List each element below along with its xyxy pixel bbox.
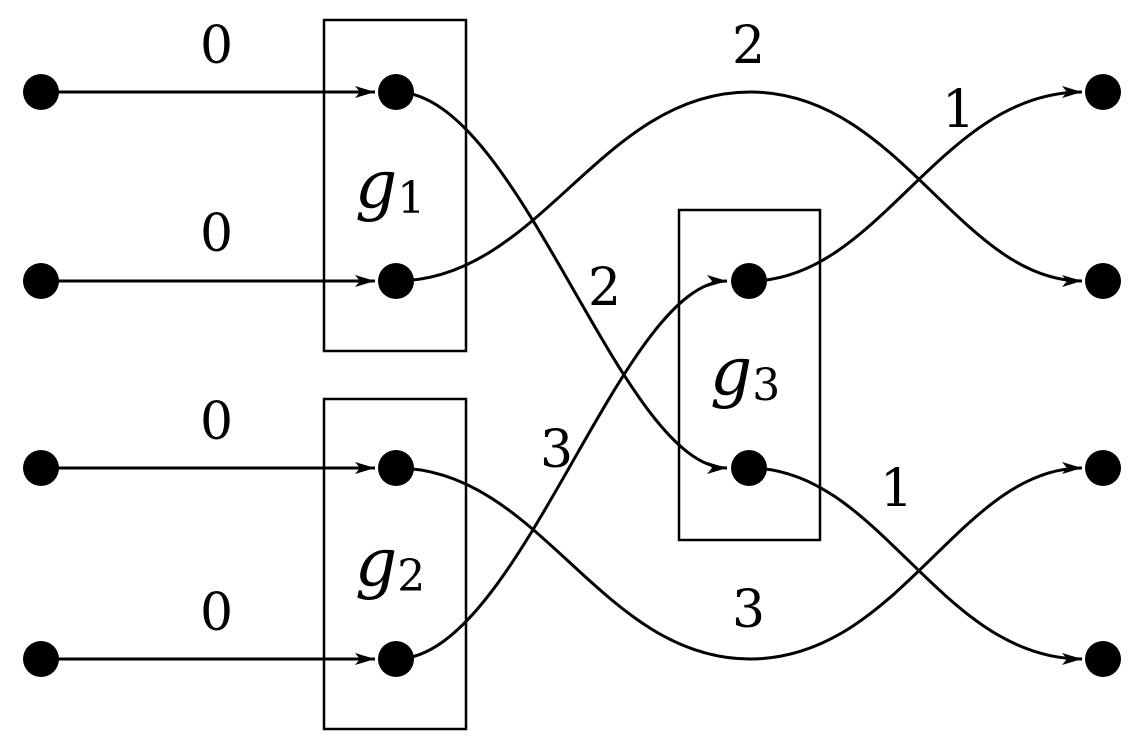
edge-label-in1: 0: [200, 16, 233, 76]
edge-label-g1top-g3bottom: 2: [588, 258, 621, 318]
edge-g2top-out4: [395, 462, 1083, 661]
node-input-1: [23, 74, 59, 110]
node-g2-bottom: [378, 641, 414, 677]
node-output-1: [1085, 74, 1121, 110]
gate-box-g3: [677, 208, 822, 542]
node-output-4: [1085, 641, 1121, 677]
node-g3-bottom: [731, 450, 767, 486]
node-output-3: [1085, 450, 1121, 486]
edge-g1top-g3bottom: [395, 90, 728, 474]
edge-label-g2top-out4: 3: [732, 580, 765, 640]
node-g1-bottom: [378, 263, 414, 299]
edge-label-in2: 0: [200, 204, 233, 264]
node-g3-top: [731, 263, 767, 299]
edge-label-g2bottom-g3top: 3: [540, 420, 573, 480]
edge-label-g3bottom-out-lower: 1: [880, 459, 913, 519]
node-input-4: [23, 641, 59, 677]
edge-label-in4: 0: [200, 583, 233, 643]
node-input-3: [23, 450, 59, 486]
node-output-2: [1085, 263, 1121, 299]
edge-label-in3: 0: [200, 392, 233, 452]
gate-label-g1: g1: [355, 146, 425, 224]
node-g2-top: [378, 450, 414, 486]
edge-label-g3top-out1: 1: [942, 80, 975, 140]
edge-g3top-out1: [749, 86, 1083, 283]
gate-box-g2: [322, 397, 468, 731]
gate-box-g1: [322, 18, 468, 353]
gate-label-g2: g2: [355, 524, 425, 602]
edge-g3bottom-out-lower: [749, 466, 1083, 665]
node-g1-top: [378, 74, 414, 110]
edge-g1bottom-out2: [395, 90, 1083, 287]
edge-label-g1bottom-out2: 2: [732, 16, 765, 76]
node-input-2: [23, 263, 59, 299]
gate-label-g3: g3: [710, 333, 780, 411]
edge-g2bottom-g3top: [395, 275, 728, 661]
